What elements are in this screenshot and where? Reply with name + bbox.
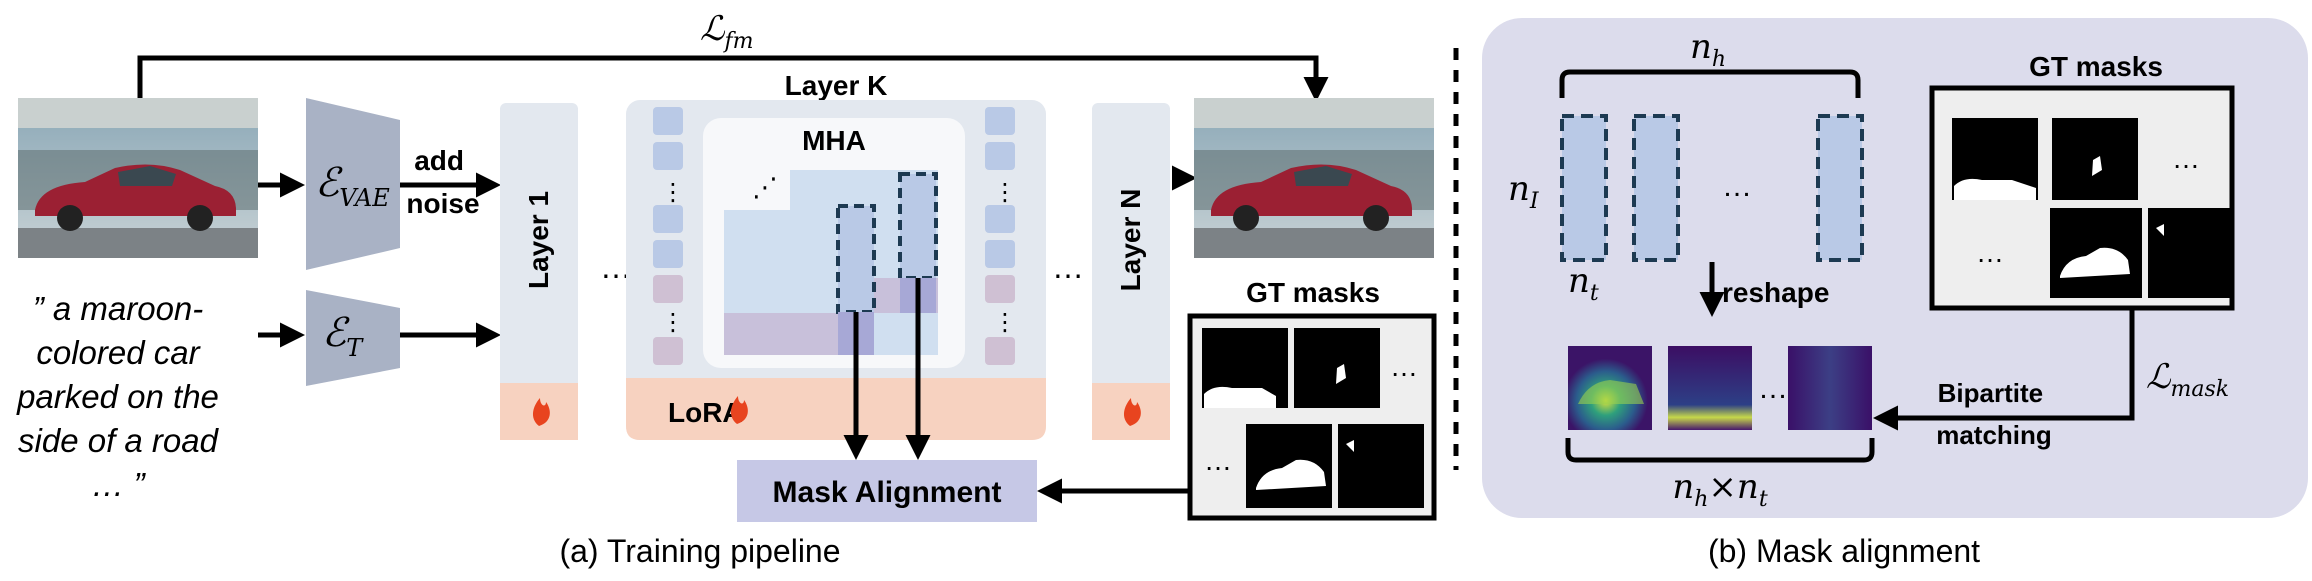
nh-times-nt-label: nh×nt (1672, 467, 1767, 512)
fire-icon (730, 396, 748, 424)
svg-text:…: … (1722, 170, 1752, 203)
svg-text:parked on the: parked on the (16, 378, 219, 415)
svg-text:⋮: ⋮ (661, 179, 685, 206)
bipartite-matching-label: Bipartite matching (1936, 378, 2052, 450)
n-t-label: nt (1568, 261, 1599, 306)
input-car-image (18, 98, 258, 258)
text-encoder: ℰT (306, 290, 400, 386)
layer-1: Layer 1 (500, 103, 578, 440)
n-h-label: nh (1690, 27, 1726, 72)
svg-text:Layer K: Layer K (785, 70, 888, 101)
attention-heatmaps: … (1568, 346, 1872, 430)
gt-masks-label-right: GT masks (2029, 51, 2163, 82)
svg-text:…: … (1204, 445, 1232, 476)
layer-k: Layer K LoRA ⋮ ⋮ ⋮ ⋮ (626, 70, 1046, 440)
mha-block: MHA ⋰ (703, 118, 965, 368)
caption-training-pipeline: (a) Training pipeline (559, 533, 840, 569)
reshape-label: reshape (1722, 277, 1829, 308)
gt-masks-label-left: GT masks (1246, 277, 1380, 308)
loss-fm-arrow (137, 55, 1329, 102)
brace-top (1559, 69, 1861, 98)
svg-text:⋰: ⋰ (752, 172, 778, 202)
svg-text:⋮: ⋮ (993, 179, 1017, 206)
attention-head-highlight-1 (836, 204, 876, 314)
svg-text:MHA: MHA (802, 125, 866, 156)
lora-head-stack-left: ⋮ ⋮ (653, 107, 685, 365)
text-prompt: ” a maroon- colored car parked on the si… (16, 290, 220, 503)
vae-encoder: ℰVAE (306, 98, 400, 270)
svg-text:LoRA: LoRA (668, 397, 743, 428)
caption-mask-alignment: (b) Mask alignment (1708, 533, 1980, 569)
output-car-image (1194, 98, 1434, 258)
bipartite-arrow (1873, 310, 2135, 431)
svg-text:side of a road: side of a road (18, 422, 220, 459)
fire-icon (532, 398, 550, 426)
n-i-label: nI (1508, 169, 1540, 214)
svg-text:ℰT: ℰT (322, 310, 364, 362)
svg-text:colored car: colored car (36, 334, 201, 371)
layer-n: Layer N (1092, 103, 1170, 440)
svg-text:…: … (1758, 372, 1788, 405)
mask-alignment-label: Mask Alignment (773, 476, 1002, 509)
loss-mask-label: ℒmask (2146, 357, 2229, 402)
add-noise-label: add noise (406, 145, 479, 219)
gt-masks-panel-right: … … (1929, 85, 2235, 311)
ellipsis-2: … (1052, 249, 1084, 285)
svg-text:Layer N: Layer N (1115, 189, 1146, 292)
svg-text:ℰVAE: ℰVAE (315, 160, 390, 212)
svg-text:⋮: ⋮ (993, 309, 1017, 336)
mask-alignment-box (737, 460, 1037, 522)
svg-text:… ”: … ” (91, 466, 146, 503)
gt-masks-panel-left: … … (1187, 313, 1437, 521)
lora-head-stack-right: ⋮ ⋮ (985, 107, 1017, 365)
svg-text:…: … (1390, 351, 1418, 382)
attention-head-highlight-2 (898, 172, 938, 280)
attention-heads: … (1560, 114, 1864, 262)
loss-fm-label: ℒfm (700, 9, 754, 54)
svg-text:⋮: ⋮ (661, 309, 685, 336)
svg-text:Layer 1: Layer 1 (523, 191, 554, 289)
svg-text:” a maroon-: ” a maroon- (33, 290, 204, 327)
fire-icon (1123, 398, 1141, 426)
svg-text:…: … (1976, 237, 2004, 268)
svg-text:…: … (2172, 143, 2200, 174)
brace-bottom (1565, 438, 1875, 463)
